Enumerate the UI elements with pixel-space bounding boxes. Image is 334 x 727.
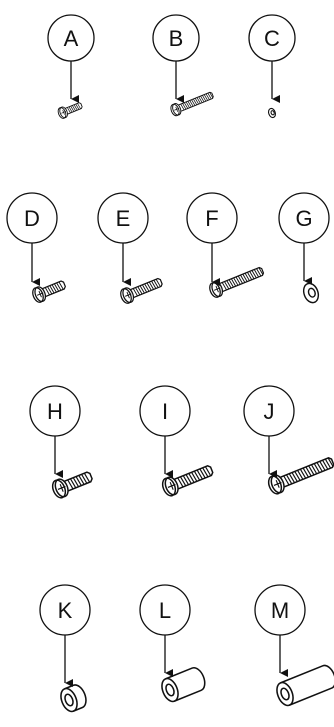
spacer-icon	[276, 664, 334, 707]
callout-letter: M	[271, 598, 289, 623]
parts-layer: A B C D E F G H I J K L M	[6, 14, 334, 713]
callout-letter: C	[264, 26, 280, 51]
spacer-icon	[161, 666, 206, 703]
part-m: M	[254, 584, 334, 707]
screw-icon	[170, 91, 214, 117]
washer-icon	[302, 282, 320, 304]
screw-icon	[161, 465, 214, 497]
screw-icon	[120, 277, 163, 304]
part-e: E	[97, 192, 163, 304]
part-k: K	[39, 584, 91, 713]
part-i: I	[139, 385, 214, 497]
screw-icon	[32, 280, 66, 303]
callout-letter: E	[116, 206, 131, 231]
callout-letter: K	[58, 598, 73, 623]
callout-letter: F	[205, 206, 218, 231]
screw-icon	[51, 471, 93, 499]
part-g: G	[278, 192, 330, 304]
callout-letter: G	[295, 206, 312, 231]
screw-icon	[57, 102, 83, 119]
part-a: A	[47, 14, 95, 119]
callout-letter: I	[162, 399, 168, 424]
part-f: F	[186, 192, 265, 298]
part-d: D	[6, 192, 66, 303]
spacer-icon	[60, 684, 87, 713]
screw-icon	[209, 266, 265, 298]
part-h: H	[29, 385, 93, 499]
callout-letter: B	[169, 26, 184, 51]
part-b: B	[152, 14, 214, 117]
callout-letter: H	[47, 399, 63, 424]
callout-letter: D	[24, 206, 40, 231]
washer-icon	[267, 107, 277, 119]
screw-icon	[267, 456, 334, 495]
part-l: L	[139, 584, 206, 703]
part-j: J	[243, 385, 334, 495]
callout-letter: J	[264, 399, 275, 424]
part-c: C	[248, 14, 296, 119]
callout-letter: L	[159, 598, 171, 623]
callout-letter: A	[64, 26, 79, 51]
